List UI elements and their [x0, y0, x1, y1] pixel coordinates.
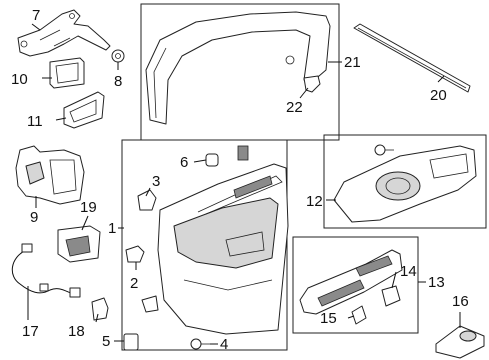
callout-20: 20: [430, 87, 447, 104]
callout-1: 1: [108, 220, 116, 237]
part-10-clip: [49, 57, 85, 89]
part-6-plug: [205, 145, 249, 167]
part-8-screw: [111, 49, 125, 63]
leader-22: [299, 87, 309, 99]
part-13-switch-bezel: [299, 249, 403, 315]
part-11-bracket: [63, 91, 105, 129]
callout-22: 22: [286, 99, 303, 116]
callout-17: 17: [22, 323, 39, 340]
callout-18: 18: [68, 323, 85, 340]
callout-19: 19: [80, 199, 97, 216]
callout-12: 12: [306, 193, 323, 210]
callout-13: 13: [428, 274, 445, 291]
leader-3: [145, 187, 151, 197]
part-4-screw: [190, 338, 210, 350]
callout-10: 10: [11, 71, 28, 88]
callout-2: 2: [130, 275, 138, 292]
part-15-clip: [351, 305, 367, 325]
leader-15: [347, 315, 355, 319]
group-box-13: [292, 236, 419, 334]
part-14-switch: [381, 285, 401, 307]
part-1-door-trim-panel: [157, 163, 289, 335]
part-18-clip: [91, 297, 109, 321]
part-1-bracket: [141, 295, 159, 313]
part-19-switch: [57, 225, 101, 263]
callout-14: 14: [400, 263, 417, 280]
callout-6: 6: [180, 154, 188, 171]
callout-5: 5: [102, 333, 110, 350]
leader-6: [193, 159, 207, 163]
leader-18: [95, 313, 99, 323]
callout-16: 16: [452, 293, 469, 310]
callout-4: 4: [220, 336, 228, 353]
callout-3: 3: [152, 173, 160, 190]
leader-20: [437, 75, 445, 83]
callout-11: 11: [27, 113, 43, 130]
group-box-12: [323, 134, 487, 229]
part-17-wire-harness: [11, 243, 81, 298]
leader-14: [391, 271, 397, 289]
leader-19: [81, 215, 89, 231]
part-20-weatherstrip: [353, 23, 471, 93]
group-box-1: [121, 139, 288, 351]
leader-7: [31, 23, 41, 31]
part-2-fastener: [125, 245, 145, 263]
part-12-armrest-panel: [333, 145, 477, 223]
callout-8: 8: [114, 73, 122, 90]
callout-7: 7: [32, 7, 40, 24]
part-5-clip: [123, 333, 139, 351]
callout-9: 9: [30, 209, 38, 226]
leader-11: [55, 117, 67, 121]
part-9-handle-housing: [15, 145, 85, 205]
part-7-bracket: [17, 9, 111, 57]
part-12-screw: [374, 144, 394, 156]
callout-15: 15: [320, 310, 337, 327]
part-16-switch: [435, 325, 485, 359]
callout-21: 21: [344, 54, 361, 71]
